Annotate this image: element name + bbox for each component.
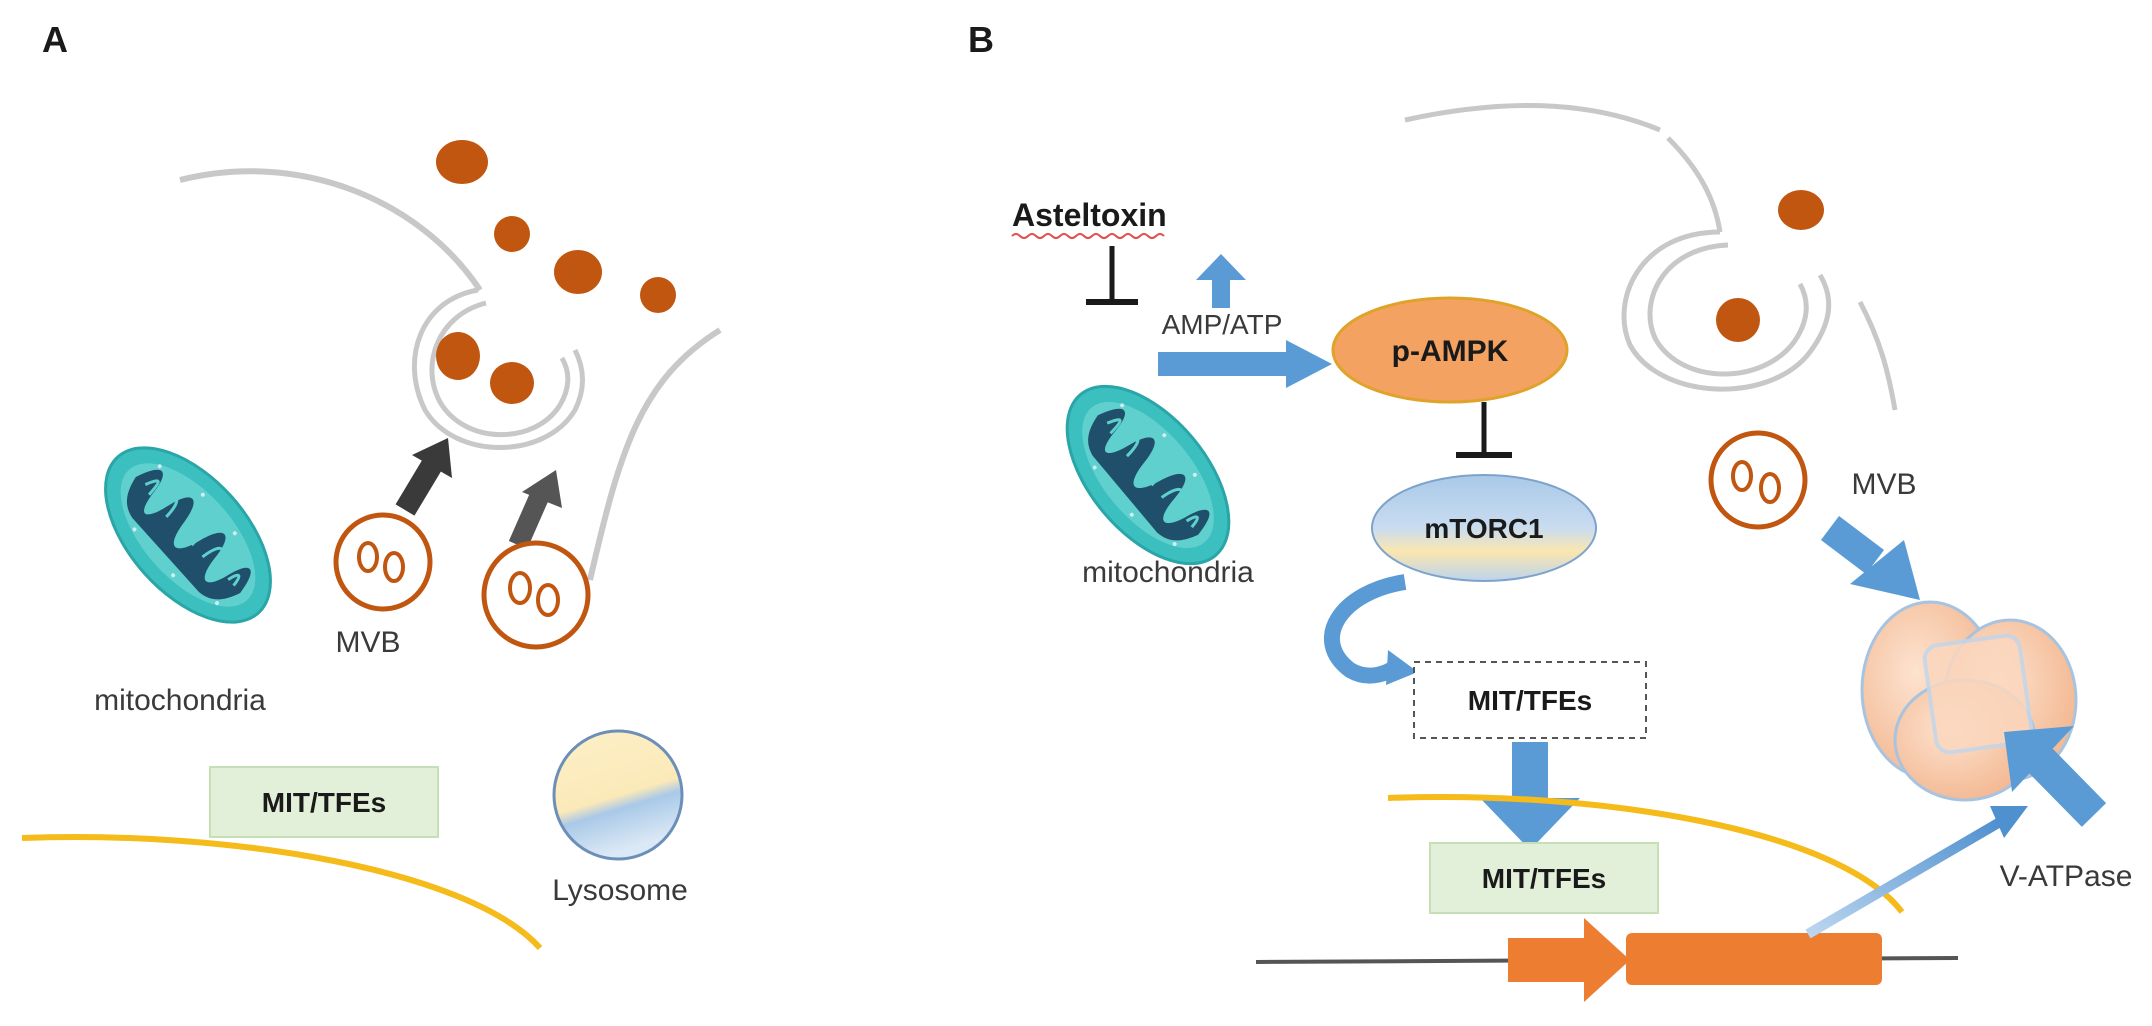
mito-to-ampk-arrow [1158,340,1332,388]
ampk-label: p-AMPK [1392,335,1509,368]
nuclear-envelope-a [21,833,543,951]
mtorc1-label: mTORC1 [1424,513,1543,544]
mvb-label-a: MVB [335,626,400,659]
panel-b-label: B [968,19,994,60]
mitochondrion-icon [73,416,303,654]
mitochondria-label-b: mitochondria [1082,556,1254,589]
tfe-box-nucleus-b [1429,842,1659,914]
tfe-box-cytoplasm-b [1413,661,1647,739]
membrane-arc-mid-b [1666,136,1723,233]
gene-promoter-arrow-icon [1508,918,1630,1002]
asteltoxin-label: Asteltoxin [1012,197,1167,233]
fusion-arrow-left [395,438,452,516]
multivesicular-body-icon [333,512,433,612]
lysosome-icon [552,729,684,861]
tfe-label-a: MIT/TFEs [262,787,386,818]
multivesicular-body-icon [1708,430,1808,530]
fusion-arrow-right [508,470,562,550]
panel-a-label: A [42,19,68,60]
exosome-particles-b [1716,190,1824,342]
exosome-particles-a [436,140,676,404]
amp-atp-label: AMP/ATP [1162,309,1283,340]
mvb-label-b: MVB [1851,468,1916,501]
membrane-arc-right [587,327,722,581]
mtorc1-node [1371,474,1597,582]
mtorc1-to-tfe-curved-arrow [1324,574,1418,685]
membrane-arc-upper-b [1404,103,1661,133]
tfe-label-nucleus-b: MIT/TFEs [1482,863,1606,894]
nuclear-envelope-b [1387,793,1905,914]
nuclear-translocation-arrow [1480,742,1580,850]
membrane-arc-right-b [1857,300,1898,411]
mitochondria-label-a: mitochondria [94,684,266,717]
v-atpase-icon [1860,600,2078,802]
vatpase-label: V-ATPase [2000,860,2133,893]
tfe-label-cytoplasm-b: MIT/TFEs [1468,685,1592,716]
spellcheck-underline [1011,233,1165,239]
endosome-cup-icon [411,287,585,450]
target-gene-body [1626,933,1882,985]
inhibition-bar-icon [1456,402,1512,458]
ampk-node [1331,296,1569,404]
endosome-cup-icon [1621,229,1832,392]
inhibition-bar-icon [1086,246,1138,305]
increase-arrow-icon [1196,254,1246,308]
expression-arrow [1805,806,2028,939]
tfe-box-cytoplasm-a [209,766,439,838]
multivesicular-body-icon [481,540,591,650]
membrane-arc-upper [179,168,483,292]
mvb-to-vatpase-arrow [1820,516,1920,600]
vatpase-assembly-arrow [2004,726,2107,827]
lysosome-label: Lysosome [552,874,688,907]
